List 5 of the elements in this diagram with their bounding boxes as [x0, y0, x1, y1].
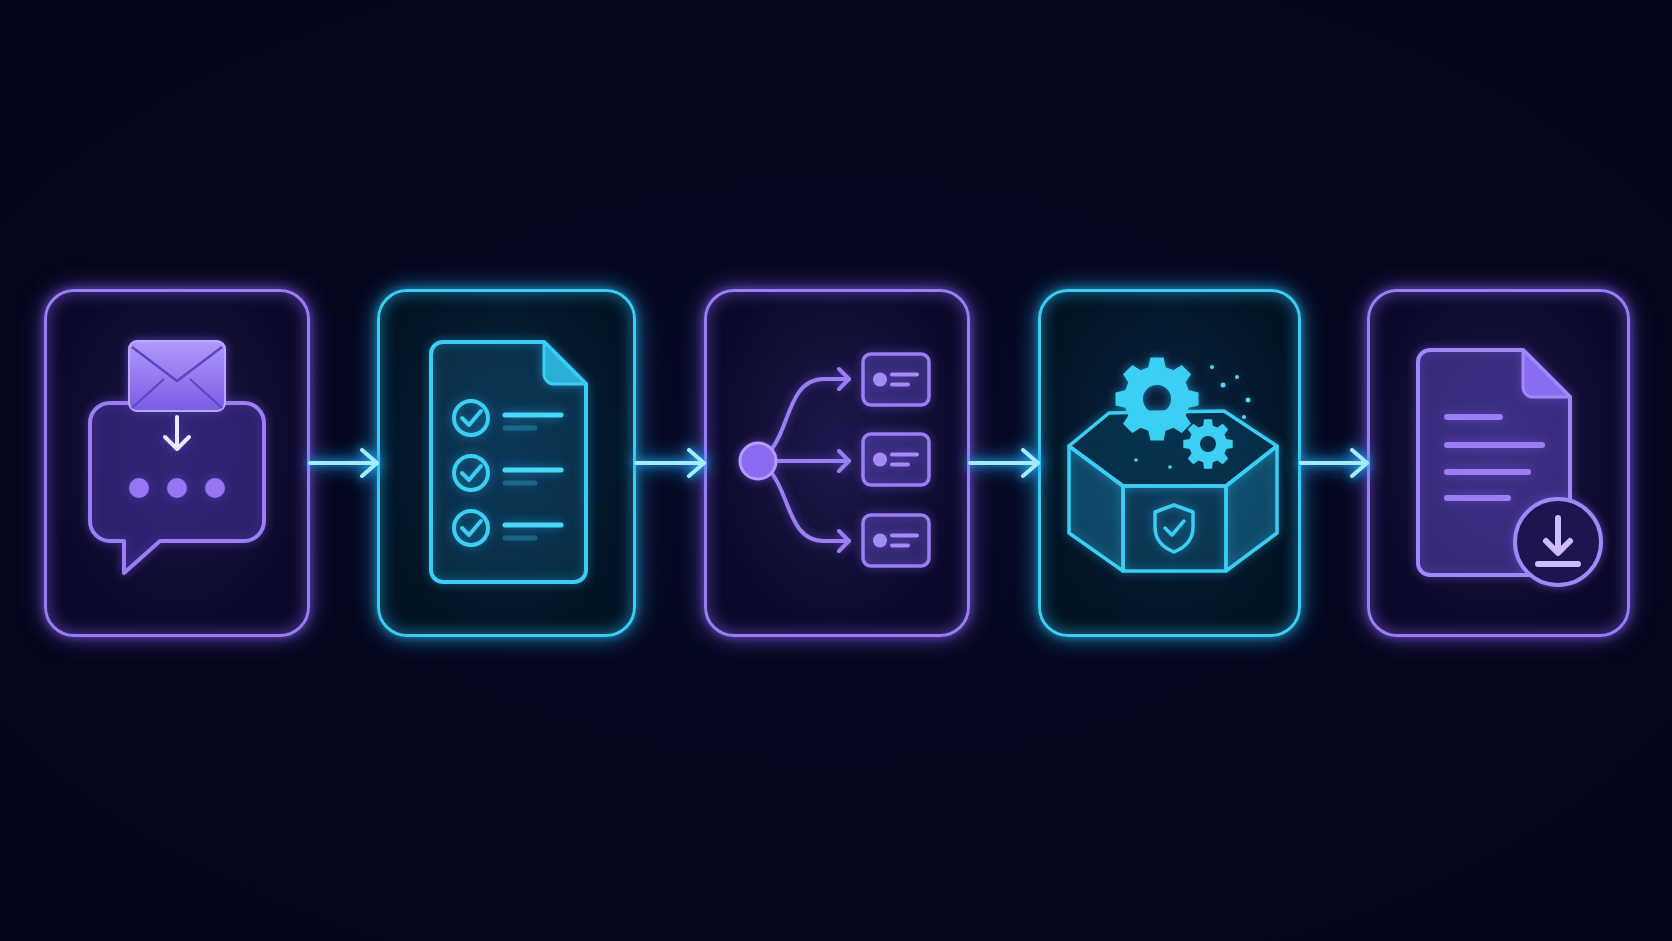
- process-box: [704, 289, 970, 637]
- process-box: [44, 289, 310, 637]
- process-box: [377, 289, 636, 637]
- process-box: [1038, 289, 1301, 637]
- process-box: [1367, 289, 1630, 637]
